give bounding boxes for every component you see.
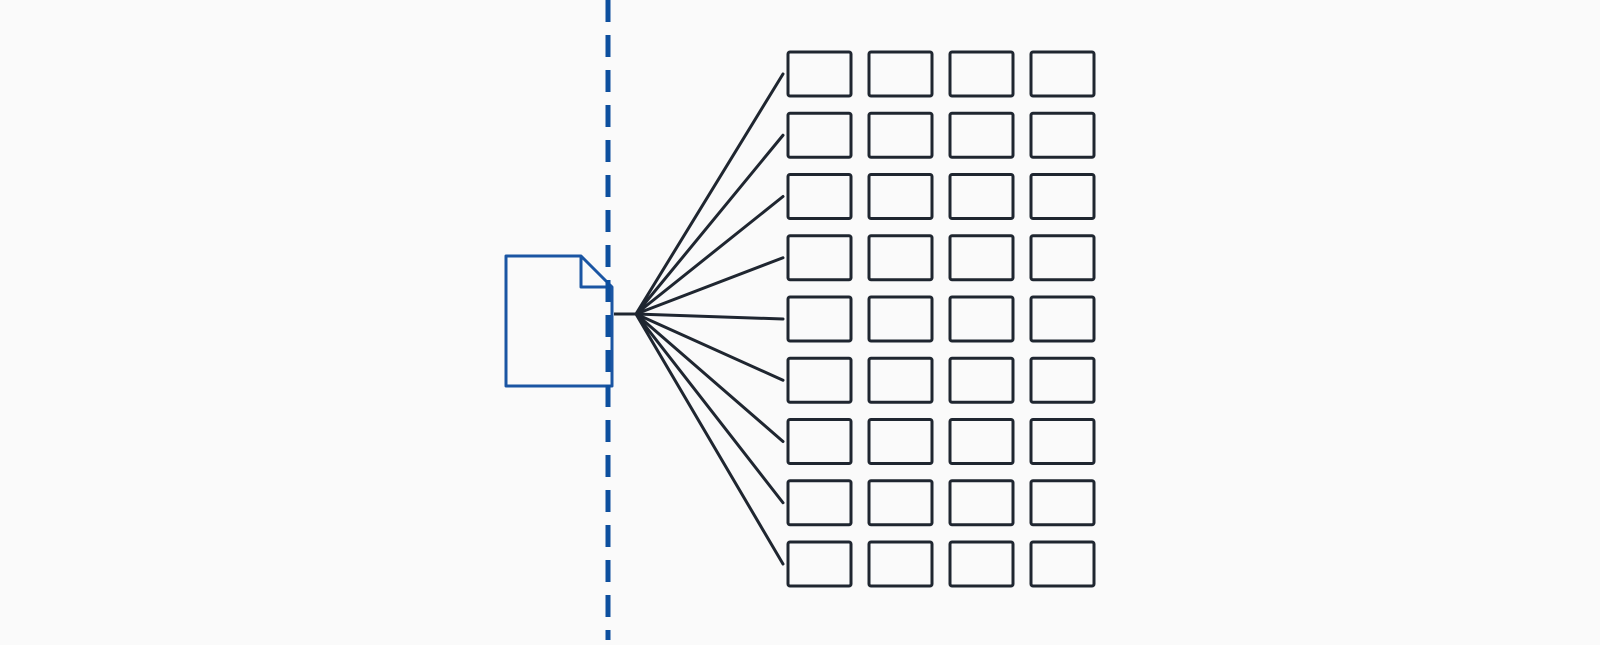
grid-cell bbox=[786, 295, 853, 343]
connector-line bbox=[634, 312, 785, 321]
grid-cell bbox=[948, 173, 1015, 220]
connector-line bbox=[634, 312, 785, 566]
grid-cell bbox=[786, 50, 853, 98]
grid-cell bbox=[1029, 356, 1096, 404]
grid-cell bbox=[867, 234, 934, 282]
grid-cell bbox=[786, 173, 853, 220]
document-icon bbox=[504, 254, 614, 388]
grid-cell bbox=[1029, 295, 1096, 343]
connector-line bbox=[634, 312, 785, 505]
connector-lines bbox=[634, 72, 785, 566]
grid-cell bbox=[948, 234, 1015, 282]
grid-cell bbox=[948, 295, 1015, 343]
grid-cell bbox=[1029, 234, 1096, 282]
connector-line bbox=[634, 133, 785, 316]
grid-cell bbox=[948, 540, 1015, 588]
connector-line bbox=[634, 195, 785, 316]
grid-cell bbox=[786, 540, 853, 588]
grid-cell bbox=[786, 479, 853, 527]
grid-cell bbox=[867, 479, 934, 527]
connector-line bbox=[634, 312, 785, 443]
grid-cell bbox=[948, 50, 1015, 98]
grid-cell bbox=[867, 418, 934, 465]
grid-cell bbox=[867, 111, 934, 159]
document-fold bbox=[579, 256, 612, 289]
grid-cell bbox=[867, 50, 934, 98]
grid-cell bbox=[948, 418, 1015, 465]
grid-cell bbox=[948, 479, 1015, 527]
grid-cell bbox=[786, 234, 853, 282]
grid-cell bbox=[1029, 173, 1096, 220]
connector-line bbox=[634, 72, 785, 316]
grid-cell bbox=[948, 356, 1015, 404]
connector-line bbox=[634, 256, 785, 316]
grid-cell bbox=[786, 418, 853, 465]
grid-cell bbox=[1029, 418, 1096, 465]
grid-cell bbox=[867, 173, 934, 220]
grid-cell bbox=[1029, 540, 1096, 588]
grid-cell bbox=[786, 356, 853, 404]
connector-line bbox=[634, 312, 785, 382]
grid-cell bbox=[1029, 111, 1096, 159]
document-body bbox=[504, 254, 614, 388]
grid-cell bbox=[786, 111, 853, 159]
grid-cell bbox=[867, 356, 934, 404]
grid-cell bbox=[1029, 479, 1096, 527]
grid-cell bbox=[867, 295, 934, 343]
grid-cell bbox=[948, 111, 1015, 159]
grid-cell bbox=[867, 540, 934, 588]
grid-cell bbox=[1029, 50, 1096, 98]
cell-grid bbox=[786, 50, 1096, 588]
